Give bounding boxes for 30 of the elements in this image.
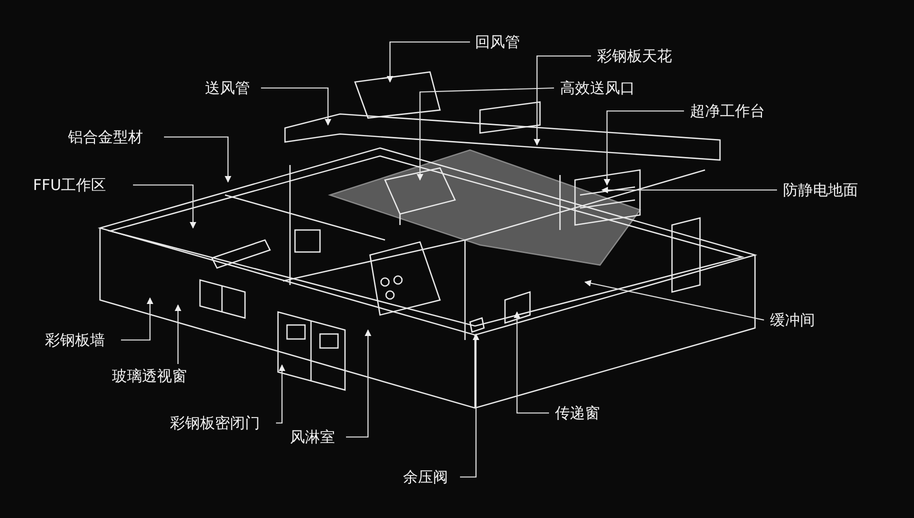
- callout-label: FFU工作区: [33, 176, 106, 194]
- callout-label: 回风管: [475, 33, 520, 51]
- leader-line: [584, 280, 764, 321]
- callout-label: 缓冲间: [770, 311, 815, 329]
- callout-label: 超净工作台: [690, 102, 765, 120]
- callout-label: 玻璃透视窗: [112, 367, 187, 385]
- leader-line: [604, 110, 684, 186]
- callout-label: 传递窗: [555, 404, 600, 422]
- leader-line: [346, 329, 372, 438]
- leader-line: [514, 311, 549, 414]
- callout-label: 送风管: [205, 79, 250, 97]
- leader-line: [601, 186, 777, 194]
- callout-label: 防静电地面: [783, 181, 858, 199]
- leader-line: [460, 333, 480, 478]
- leader-line: [164, 136, 232, 183]
- leader-line: [276, 364, 286, 424]
- callout-label: 彩钢板天花: [597, 47, 672, 65]
- callout-label: 余压阀: [403, 468, 448, 486]
- leader-line: [416, 87, 554, 181]
- callout-label: 铝合金型材: [68, 128, 143, 146]
- leader-line: [534, 55, 591, 146]
- leader-line: [386, 41, 470, 83]
- leader-line: [133, 184, 196, 229]
- leader-line: [121, 297, 154, 341]
- leader-line: [174, 304, 182, 364]
- callout-label: 彩钢板墙: [45, 331, 105, 349]
- callout-label: 高效送风口: [560, 79, 635, 97]
- callout-label: 风淋室: [290, 428, 335, 446]
- leader-line: [261, 87, 332, 126]
- callout-label: 彩钢板密闭门: [170, 414, 260, 432]
